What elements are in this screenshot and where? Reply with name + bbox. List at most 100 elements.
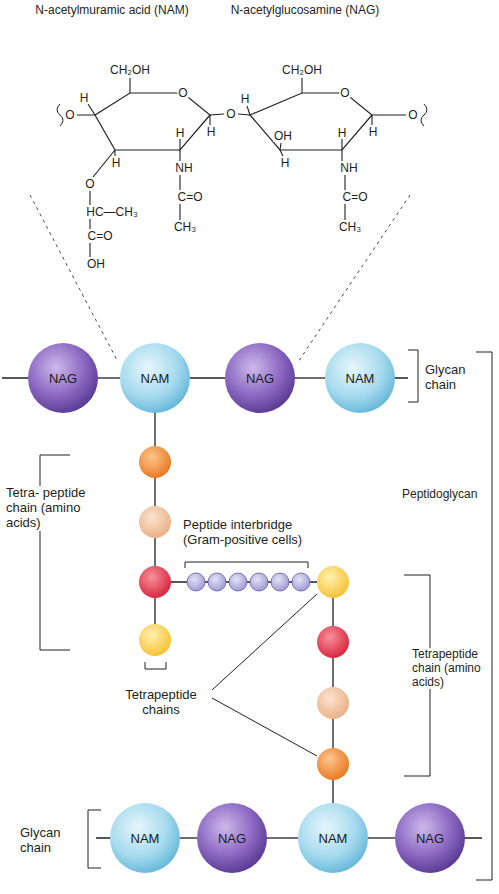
atom-label: H: [206, 126, 217, 138]
chain-continuation-mark: [57, 104, 427, 126]
nag-ring: [250, 93, 372, 150]
sugar-circle-shape: [298, 803, 368, 873]
callout-label: Glycan chain: [425, 363, 485, 393]
node-label: NAG: [218, 831, 246, 846]
amino-acid: [317, 626, 349, 658]
callout-label: Glycan chain: [20, 826, 82, 856]
bracket: [40, 455, 70, 650]
atom-label: O: [339, 87, 350, 99]
node-text-holder: NAM: [319, 831, 348, 846]
callout-label: Tetrapeptide chains: [115, 688, 207, 718]
atom-label: O: [225, 108, 236, 120]
atom-label: H: [368, 126, 379, 138]
callout-label: Peptidoglycan: [402, 488, 484, 502]
interbridge-residue: [250, 573, 268, 591]
node-text-holder: NAM: [141, 371, 170, 386]
sugar-node: NAG: [225, 343, 295, 413]
peptide-bond-line: [155, 410, 333, 806]
glycosidic-bond: [190, 377, 225, 378]
atom-label: H: [79, 92, 90, 104]
node-label: NAM: [131, 831, 160, 846]
node-label: NAM: [141, 371, 170, 386]
amino-acid: [139, 506, 171, 538]
node-text-holder: NAG: [416, 831, 444, 846]
sugar-circle-shape: [110, 803, 180, 873]
sugar-node: NAM: [120, 343, 190, 413]
atom-label: O: [177, 87, 188, 99]
nam-bonds: [77, 78, 250, 257]
interbridge-residue: [271, 573, 289, 591]
atom-label: OH: [273, 130, 293, 142]
sugar-circle-shape: [325, 343, 395, 413]
atom-label: C=O: [341, 191, 368, 203]
node-label: NAG: [49, 371, 77, 386]
callout-label: Tetrapeptide chain (amino acids): [412, 648, 488, 689]
interbridge-residues: [187, 573, 310, 591]
interbridge-residue: [229, 573, 247, 591]
glycosidic-bond: [180, 837, 197, 838]
callout-label: Peptide interbridge (Gram-positive cells…: [183, 518, 328, 548]
amino-acid: [317, 566, 349, 598]
glycosidic-bond: [368, 837, 395, 838]
glycosidic-bond: [98, 377, 120, 378]
amino-acid: [317, 748, 349, 780]
node-text-holder: NAG: [49, 371, 77, 386]
glycosidic-bond: [267, 837, 298, 838]
interbridge-residue: [292, 573, 310, 591]
node-text-holder: NAM: [131, 831, 160, 846]
atom-label: CH₃: [338, 221, 362, 233]
atom-label: O: [84, 178, 95, 190]
atom-label: H: [280, 157, 291, 169]
amino-acid: [139, 624, 171, 656]
atom-label: CH₂OH: [281, 64, 323, 76]
atom-label: O: [64, 109, 75, 121]
atom-label: HC—CH₃: [85, 206, 139, 218]
sugar-node: NAM: [110, 803, 180, 873]
sugar-node: NAG: [395, 803, 465, 873]
sugar-node: NAG: [28, 343, 98, 413]
amino-acid: [139, 446, 171, 478]
node-label: NAG: [246, 371, 274, 386]
atom-label: OH: [86, 258, 106, 270]
atom-label: CH₂OH: [109, 64, 151, 76]
callout-label: N-acetylglucosamine (NAG): [225, 4, 385, 18]
node-label: NAG: [416, 831, 444, 846]
node-label: NAM: [346, 371, 375, 386]
interbridge-residue: [187, 573, 205, 591]
sugar-circle-shape: [120, 343, 190, 413]
amino-acid: [317, 687, 349, 719]
atom-label: H: [111, 157, 122, 169]
atom-label: H: [175, 127, 186, 139]
sugar-circle-shape: [197, 803, 267, 873]
atom-label: O: [407, 109, 418, 121]
atom-label: C=O: [176, 191, 203, 203]
nag-bonds: [247, 78, 406, 220]
callout-label: Tetra- peptide chain (amino acids): [6, 486, 86, 531]
bracket: [408, 350, 418, 402]
sugar-circle-shape: [225, 343, 295, 413]
glycosidic-bond: [295, 377, 325, 378]
callout-label: N-acetylmuramic acid (NAM): [32, 4, 192, 18]
sugar-circle-shape: [28, 343, 98, 413]
atom-label: C=O: [86, 230, 113, 242]
bracket: [88, 810, 101, 868]
zoom-line: [30, 195, 410, 362]
atom-label: NH: [174, 162, 193, 174]
interbridge-bracket: [185, 562, 308, 568]
node-label: NAM: [319, 831, 348, 846]
amino-acid: [139, 566, 171, 598]
node-text-holder: NAG: [218, 831, 246, 846]
nam-ring: [95, 93, 210, 150]
interbridge-residue: [208, 573, 226, 591]
atom-label: H: [337, 127, 348, 139]
sugar-circle-shape: [395, 803, 465, 873]
sugar-node: NAM: [298, 803, 368, 873]
bracket: [476, 352, 492, 880]
atom-label: NH: [339, 162, 358, 174]
sugar-node: NAG: [197, 803, 267, 873]
leader-line: [212, 594, 317, 756]
